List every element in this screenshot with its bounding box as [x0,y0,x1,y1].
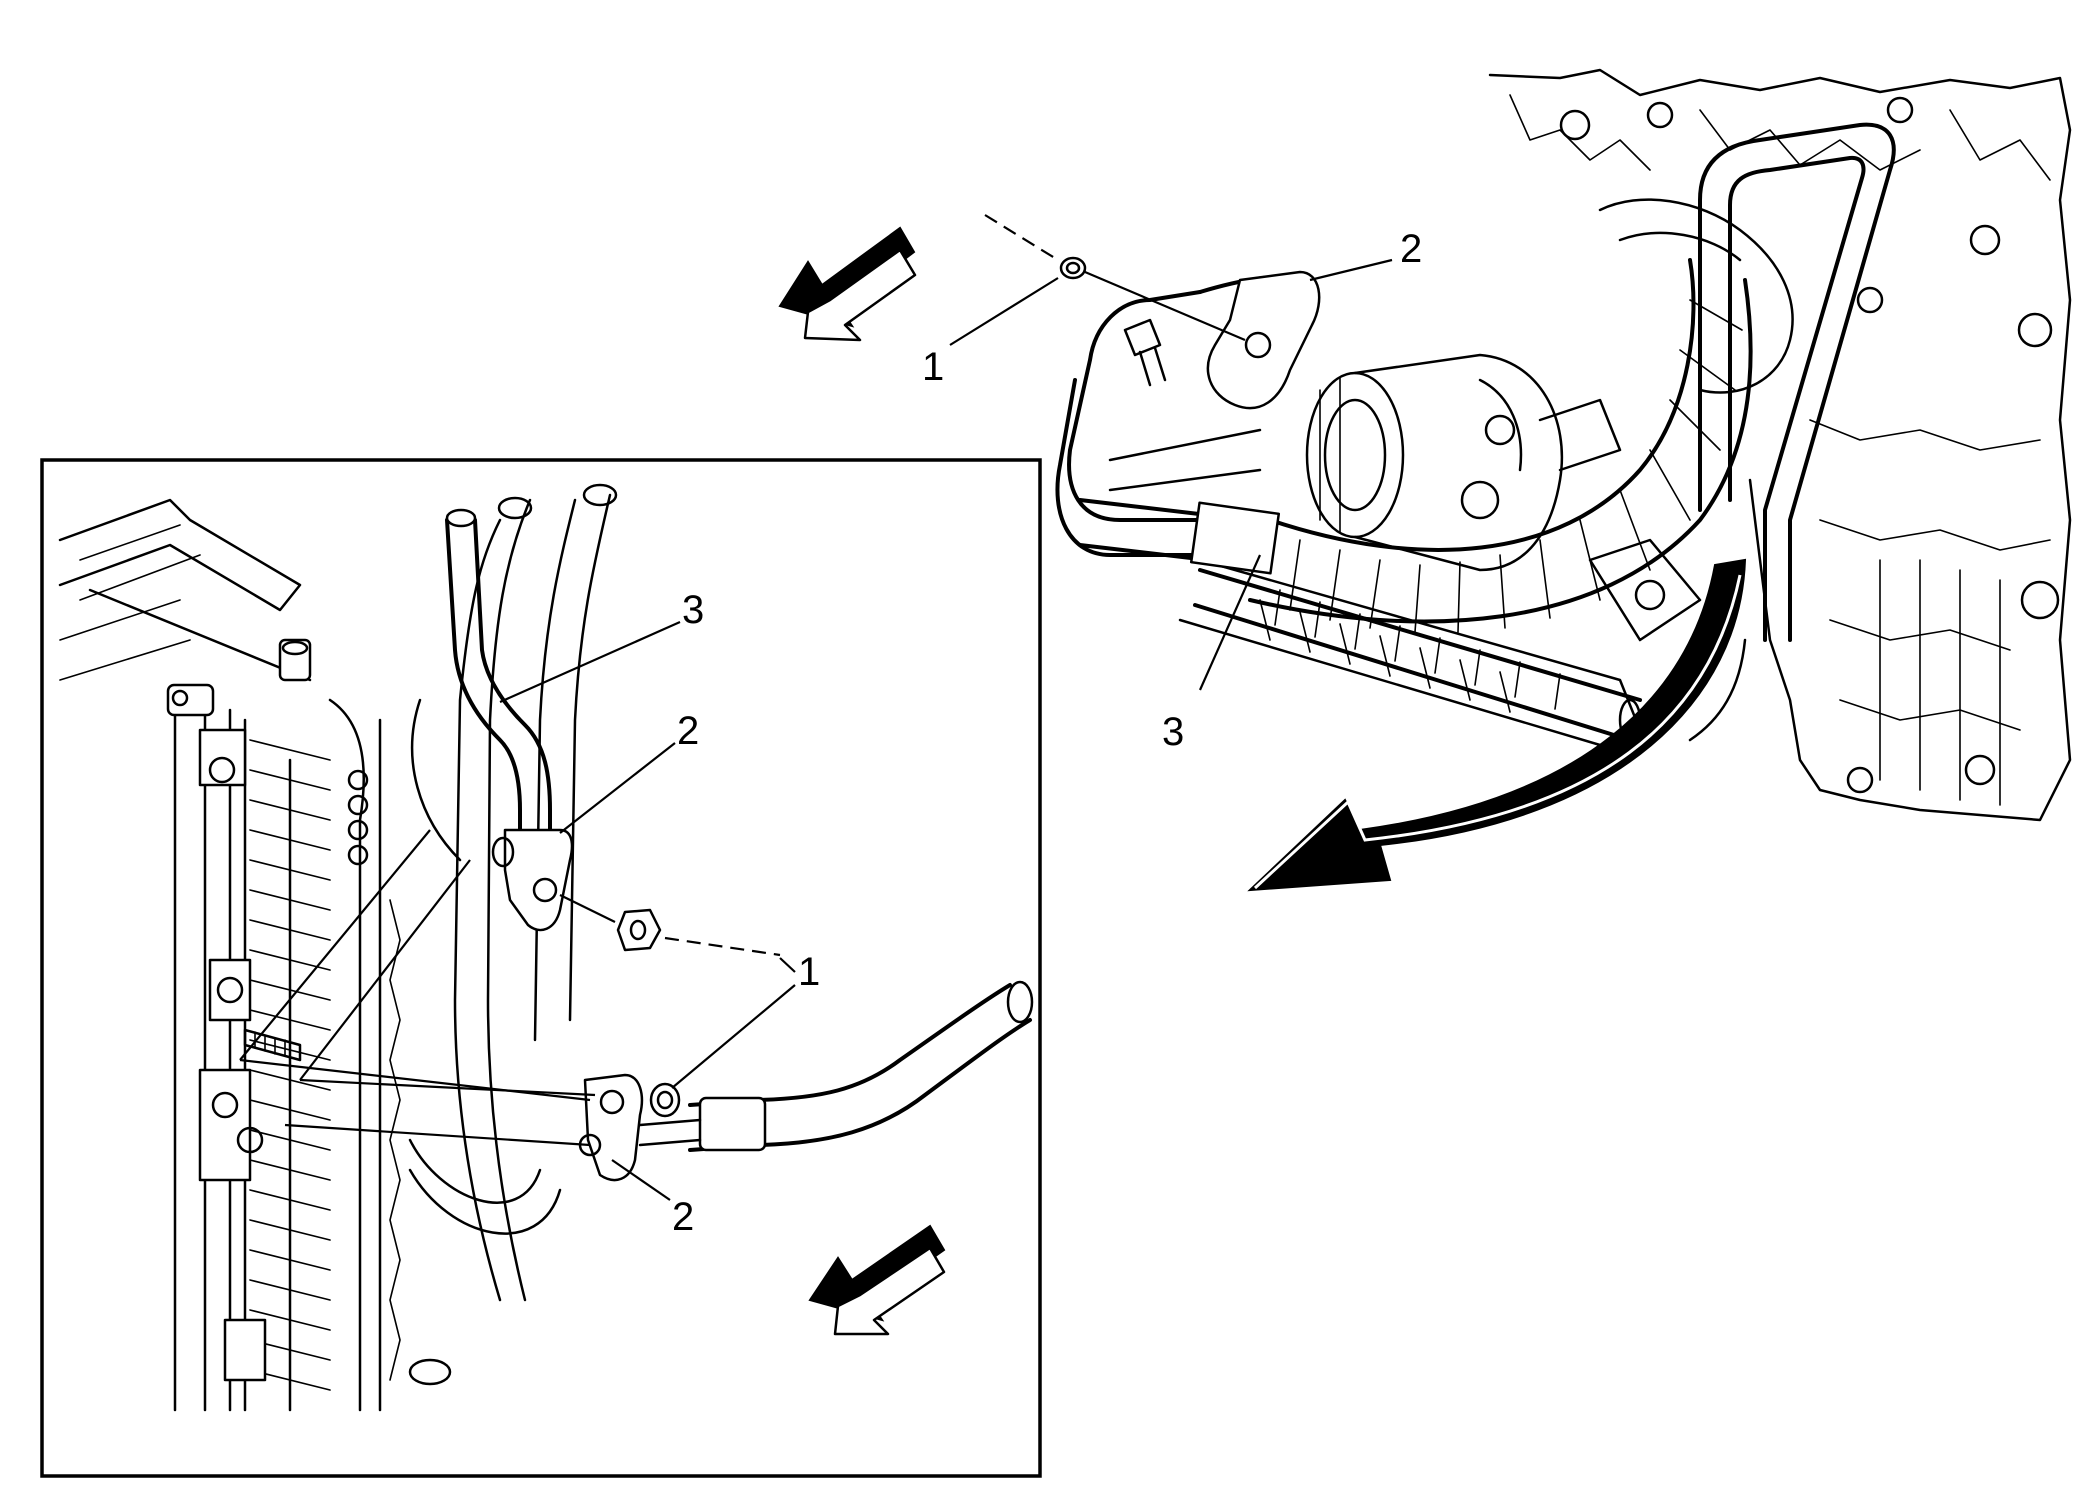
callout-group-main: 2 1 3 [922,227,1422,754]
callout-bracket-lower-inset: 2 [672,1195,694,1239]
direction-arrow-icon [808,1224,946,1336]
callout-fastener-inset: 1 [798,950,820,994]
refrigerant-hose-assembly [1055,122,1896,742]
inset-frame [40,458,1042,1478]
direction-arrow-icon [778,226,917,342]
detail-inset: 3 2 1 2 [40,458,1042,1478]
callout-fastener-main: 1 [922,345,944,389]
callout-bracket-upper-inset: 2 [677,709,699,753]
callout-hose-inset: 3 [682,588,704,632]
curved-arrow-icon [1247,558,1747,892]
callout-bracket-main: 2 [1400,227,1422,271]
callout-group-inset: 3 2 1 2 [499,588,820,1239]
nut-fastener-main [984,214,1246,342]
callout-hose-main: 3 [1162,710,1184,754]
hose-bracket-main [1206,270,1321,410]
condenser-fins [249,698,401,1412]
engine-assembly [1178,68,2072,822]
